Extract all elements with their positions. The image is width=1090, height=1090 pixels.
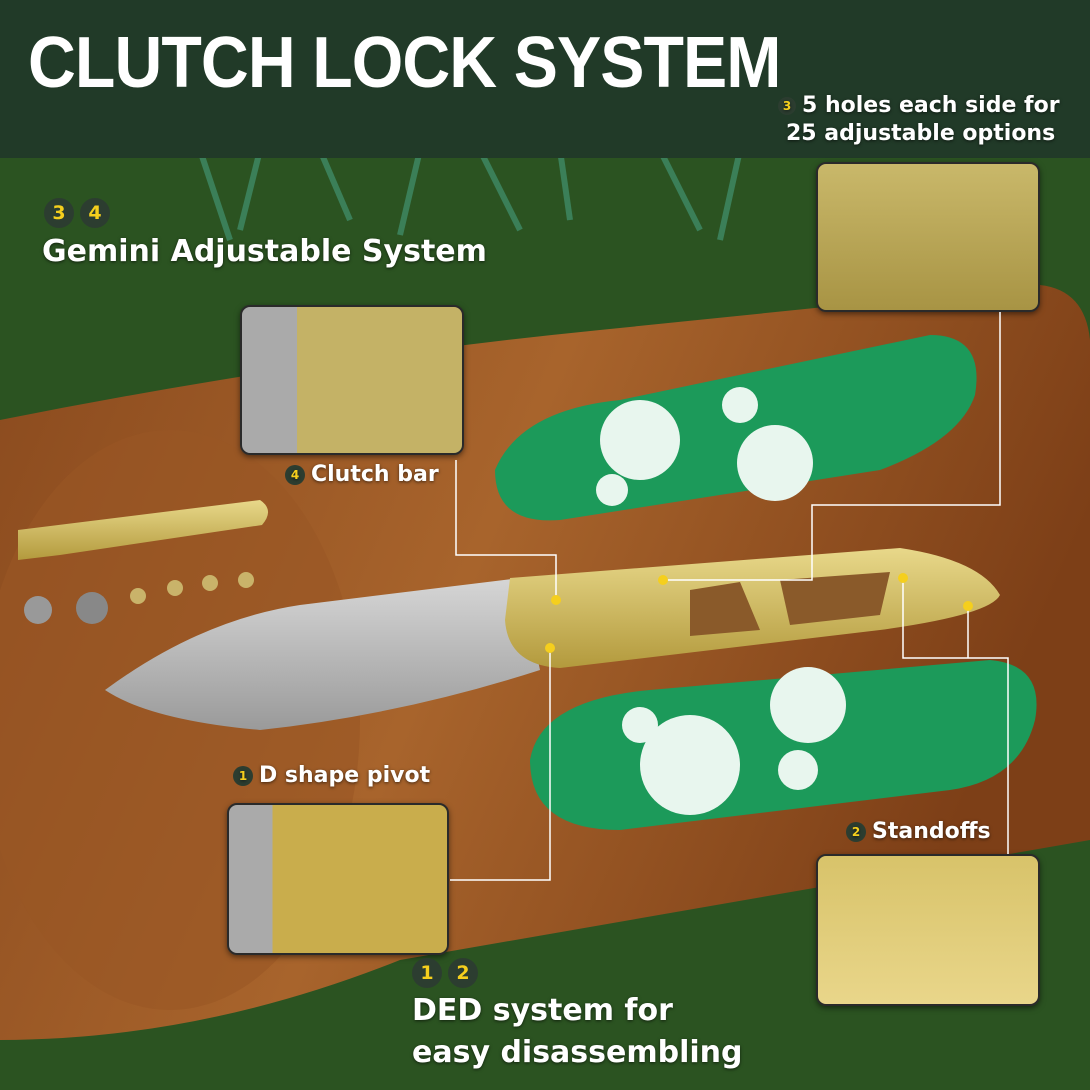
header-bar [0, 0, 1090, 158]
badge-1: 1 [412, 958, 442, 988]
ded-heading: DED system for easy disassembling [412, 993, 743, 1070]
pine-needles [197, 148, 743, 241]
badge-4: 4 [80, 198, 110, 228]
standoffs-closeup [816, 854, 1040, 1006]
green-scale-top [495, 335, 977, 521]
page-title: CLUTCH LOCK SYSTEM [28, 23, 781, 103]
pocket-clip [18, 500, 269, 560]
badge-3: 3 [44, 198, 74, 228]
gemini-heading: Gemini Adjustable System [42, 234, 487, 269]
knife-blade [105, 578, 540, 730]
badge-3: 3 [778, 97, 796, 115]
holes-closeup [816, 162, 1040, 312]
screws [24, 572, 254, 624]
clutch-bar-closeup [240, 305, 464, 455]
snowflakes [596, 387, 846, 815]
pivot-closeup [227, 803, 449, 955]
badge-2: 2 [448, 958, 478, 988]
